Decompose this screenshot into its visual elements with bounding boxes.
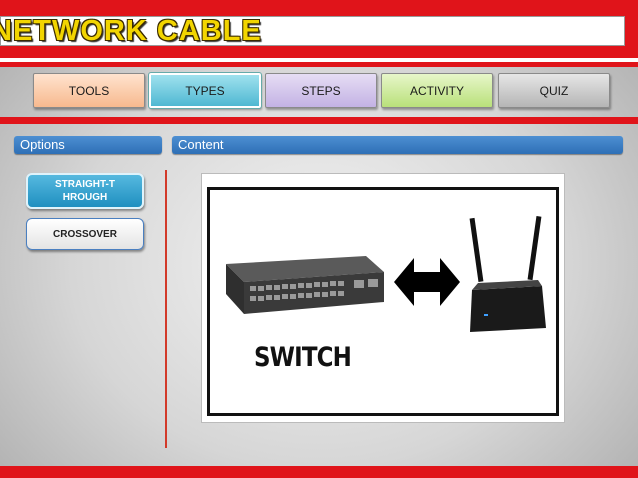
vertical-divider	[165, 170, 167, 448]
top-red-bar	[0, 0, 638, 10]
tab-quiz[interactable]: QUIZ	[498, 73, 610, 108]
straight-through-button[interactable]: STRAIGHT-THROUGH	[26, 173, 144, 209]
bottom-red-bar	[0, 466, 638, 478]
content-image: SWITCH	[207, 187, 559, 416]
title-underline	[0, 58, 638, 64]
crossover-button[interactable]: CROSSOVER	[26, 218, 144, 250]
double-arrow-icon	[394, 258, 460, 306]
title-box: NETWORK CABLE	[0, 15, 625, 47]
switch-caption: SWITCH	[254, 342, 352, 373]
tab-activity[interactable]: ACTIVITY	[381, 73, 493, 108]
page-title: NETWORK CABLE	[0, 15, 262, 47]
nav-bottom-divider	[0, 117, 638, 124]
network-switch-icon	[226, 256, 384, 314]
tab-steps[interactable]: STEPS	[265, 73, 377, 108]
router-icon	[469, 216, 546, 332]
nav-top-divider	[0, 62, 638, 67]
options-header: Options	[14, 136, 162, 154]
straight-through-label: STRAIGHT-THROUGH	[55, 179, 115, 203]
content-header: Content	[172, 136, 623, 154]
tab-tools[interactable]: TOOLS	[33, 73, 145, 108]
content-image-frame: SWITCH	[201, 173, 565, 423]
tab-types[interactable]: TYPES	[148, 72, 262, 109]
